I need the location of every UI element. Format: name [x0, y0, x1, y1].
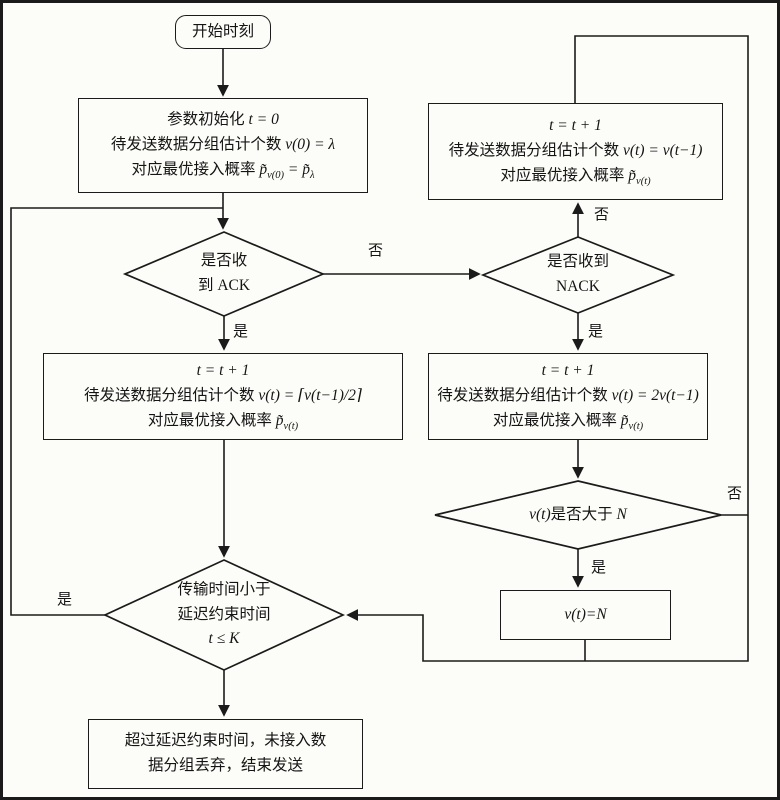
- halve-line-1: t = t + 1: [197, 359, 250, 384]
- init-params-box: 参数初始化 t = 0 待发送数据分组估计个数 v(0) = λ 对应最优接入概…: [78, 98, 368, 193]
- vcheck-decision-diamond: [434, 480, 722, 550]
- math-subscript: v(t): [636, 175, 651, 187]
- math-segment: t = t + 1: [549, 117, 602, 135]
- ack-decision-diamond: [122, 231, 326, 317]
- cjk-segment: 待发送数据分组估计个数: [437, 387, 612, 405]
- edge-delay-yes-loop-left: [10, 207, 223, 616]
- math-segment: p̃: [302, 160, 310, 178]
- keep-line-1: t = t + 1: [549, 114, 602, 139]
- edge-label-ack-yes: 是: [231, 324, 251, 341]
- delay-decision-diamond: [102, 559, 346, 671]
- flowchart-connectors: [10, 35, 749, 717]
- double-estimate-box: t = t + 1 待发送数据分组估计个数 v(t) = 2v(t−1) 对应最…: [428, 353, 708, 440]
- math-segment: t = 0: [248, 111, 279, 129]
- final-line-1: 超过延迟约束时间，未接入数: [124, 732, 327, 750]
- math-subscript: v(t): [628, 420, 644, 432]
- double-line-1: t = t + 1: [542, 359, 595, 384]
- math-subscript: v(0): [267, 169, 284, 181]
- init-line-2: 待发送数据分组估计个数 v(0) = λ: [111, 133, 335, 158]
- math-segment: =: [284, 160, 303, 178]
- cjk-segment: 对应最优接入概率: [147, 411, 276, 429]
- decision-shapes: [102, 231, 722, 671]
- edge-label-vcheck-no: 否: [725, 486, 745, 503]
- nack-decision-diamond: [480, 236, 676, 314]
- cjk-segment: 待发送数据分组估计个数: [448, 142, 623, 160]
- cjk-segment: 待发送数据分组估计个数: [110, 136, 286, 154]
- math-subscript: v(t): [283, 420, 299, 432]
- math-segment: v(t) = 2v(t−1): [611, 387, 699, 405]
- math-segment: v(t)=N: [564, 605, 607, 623]
- cjk-segment: 待发送数据分组估计个数: [84, 387, 259, 405]
- keep-estimate-box: t = t + 1 待发送数据分组估计个数 v(t) = v(t−1) 对应最优…: [428, 103, 723, 200]
- edge-topright-loop-to-delay: [346, 35, 749, 662]
- edge-label-vcheck-yes: 是: [589, 560, 609, 577]
- start-node: 开始时刻: [175, 15, 271, 49]
- init-line-1: 参数初始化 t = 0: [167, 108, 279, 133]
- math-segment: t = t + 1: [196, 362, 250, 380]
- halve-line-2: 待发送数据分组估计个数 v(t) = ⌈v(t−1)/2⌉: [84, 384, 362, 409]
- final-line-2: 据分组丢弃，结束发送: [147, 757, 303, 774]
- math-subscript: λ: [309, 169, 315, 181]
- cjk-segment: 对应最优接入概率: [500, 166, 629, 184]
- halve-line-3: 对应最优接入概率 p̃v(t): [148, 409, 298, 434]
- double-line-3: 对应最优接入概率 p̃v(t): [493, 409, 643, 434]
- cjk-segment: 参数初始化: [167, 111, 249, 129]
- cjk-segment: 对应最优接入概率: [492, 411, 621, 429]
- clamp-v-label: v(t)=N: [564, 603, 606, 628]
- edge-label-delay-yes: 是: [55, 592, 75, 609]
- math-segment: p̃: [259, 160, 268, 178]
- math-segment: p̃: [628, 166, 637, 184]
- math-segment: t = t + 1: [541, 362, 595, 380]
- clamp-v-box: v(t)=N: [500, 590, 671, 640]
- halve-estimate-box: t = t + 1 待发送数据分组估计个数 v(t) = ⌈v(t−1)/2⌉ …: [43, 353, 403, 440]
- math-segment: v(t) = ⌈v(t−1)/2⌉: [258, 387, 362, 405]
- edge-label-nack-no: 否: [592, 207, 612, 224]
- edge-label-ack-no: 否: [366, 243, 386, 260]
- math-segment: v(0) = λ: [285, 136, 336, 154]
- math-segment: p̃: [620, 411, 629, 429]
- double-line-2: 待发送数据分组估计个数 v(t) = 2v(t−1): [437, 384, 699, 409]
- keep-line-3: 对应最优接入概率 p̃v(t): [500, 164, 650, 189]
- edge-label-nack-yes: 是: [586, 324, 606, 341]
- math-segment: v(t) = v(t−1): [622, 142, 703, 160]
- edges: [10, 35, 749, 717]
- math-segment: p̃: [275, 411, 284, 429]
- keep-line-2: 待发送数据分组估计个数 v(t) = v(t−1): [449, 139, 703, 164]
- start-label: 开始时刻: [191, 22, 254, 40]
- cjk-segment: 对应最优接入概率: [131, 160, 260, 178]
- discard-end-box: 超过延迟约束时间，未接入数 据分组丢弃，结束发送: [88, 719, 363, 789]
- init-line-3: 对应最优接入概率 p̃v(0) = p̃λ: [131, 158, 314, 183]
